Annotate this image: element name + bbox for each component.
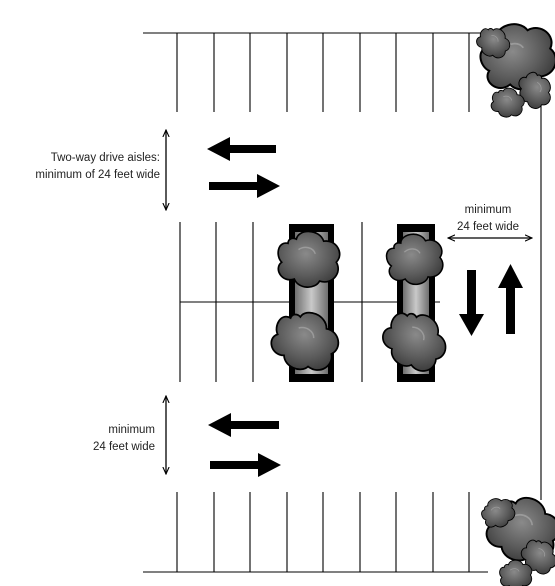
direction-arrow-icon — [210, 453, 281, 477]
direction-arrow-icon — [207, 137, 276, 161]
direction-arrow-icon — [208, 413, 279, 437]
bottom-aisle-label-line2: 24 feet wide — [92, 441, 155, 453]
top-parking-row — [176, 33, 470, 112]
bottom-parking-row — [176, 492, 470, 572]
top-aisle-width-label: Two-way drive aisles: minimum of 24 feet… — [10, 150, 160, 184]
direction-arrow-icon — [209, 174, 280, 198]
lot-boundaries — [143, 32, 542, 573]
tree-canopy-icon — [382, 228, 448, 290]
bottom-aisle-width-label: minimum 24 feet wide — [60, 422, 155, 456]
right-aisle-width-label: minimum 24 feet wide — [448, 202, 528, 236]
top-aisle-label-line2: minimum of 24 feet wide — [35, 169, 160, 181]
direction-arrow-icon — [459, 270, 484, 336]
top-aisle-label-line1: Two-way drive aisles: — [50, 152, 160, 164]
tree-cluster-top-right — [471, 11, 555, 121]
direction-arrow-icon — [498, 264, 523, 334]
right-aisle-label-line2: 24 feet wide — [456, 221, 519, 233]
middle-parking-row — [179, 222, 363, 382]
tree-cluster-bottom-right — [477, 488, 555, 586]
bottom-aisle-label-line1: minimum — [108, 424, 155, 436]
right-aisle-label-line1: minimum — [464, 204, 512, 216]
